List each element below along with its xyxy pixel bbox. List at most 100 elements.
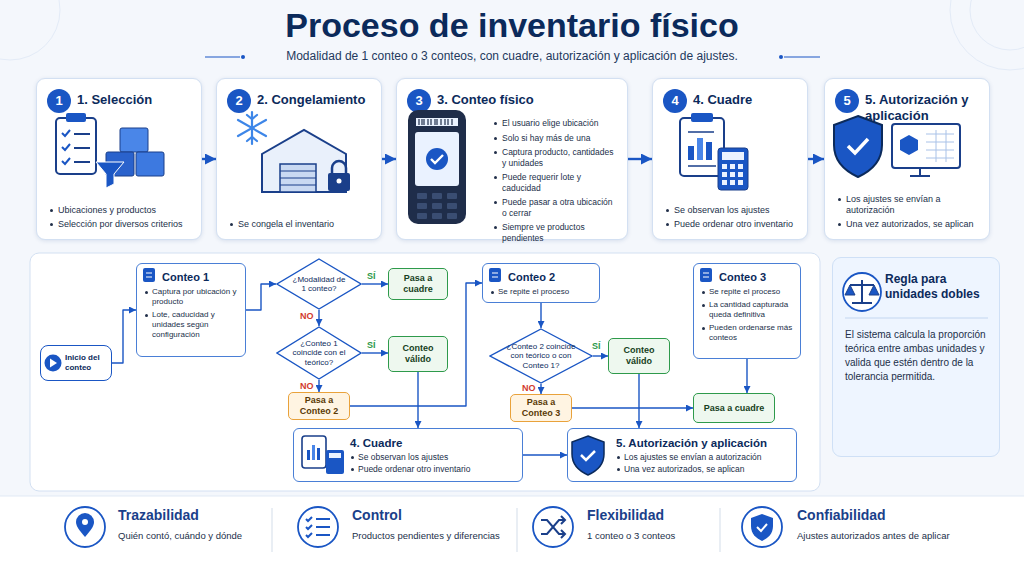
node-heading: Pasa a cuadre: [393, 273, 443, 295]
node-text: El usuario elige ubicación: [493, 118, 617, 129]
result-box: Conteo válido: [388, 336, 448, 372]
count-box: Conteo 3Se repite el procesoLa cantidad …: [693, 263, 801, 359]
flow-arrow: [417, 372, 418, 428]
node-text: Se observan los ajustes: [350, 452, 514, 462]
node-heading: 5: [843, 94, 850, 108]
node-heading: 4. Cuadre: [350, 436, 514, 450]
edge-label: SÍ: [367, 271, 376, 282]
edge-label: SÍ: [592, 341, 601, 352]
scales-icon: [843, 273, 881, 311]
decision-diamond: ¿Modalidad de 1 conteo?: [276, 258, 362, 310]
warehouse-icon: [262, 130, 350, 192]
result-box: Pasa a cuadre: [388, 268, 448, 300]
node-text: Captura por ubicación y producto: [144, 287, 238, 307]
footer-rule: [0, 496, 1024, 497]
step-number: 2: [227, 89, 251, 113]
step-card: 2. CongelamientoSe congela el inventario…: [216, 78, 382, 240]
node-text: Se repite el proceso: [701, 287, 793, 297]
footer-divider: [272, 508, 720, 552]
corner-ornament: [950, 0, 1024, 70]
scanner-icon: [408, 110, 466, 224]
node-heading: Conteo 2: [490, 270, 592, 284]
node-heading: ¿Modalidad de 1 conteo?: [290, 275, 348, 294]
flow-arrow: [362, 352, 388, 353]
step-card: 5. Autorización y aplicaciónLos ajustes …: [824, 78, 990, 240]
flow-arrow: [593, 355, 608, 356]
feature-icon: [65, 507, 782, 547]
step-number: 5: [835, 89, 859, 113]
count-icon: [143, 268, 712, 282]
node-heading: Conteo 3: [701, 270, 793, 284]
page-title: Proceso de inventario físico: [0, 4, 1024, 46]
stage-box: 5. Autorización y aplicaciónLos ajustes …: [567, 428, 797, 482]
diamond-shape: [277, 259, 361, 309]
node-text: Ubicaciones y productos: [49, 205, 191, 216]
node-heading: 4. Cuadre: [693, 92, 797, 110]
step-number: 1: [47, 89, 71, 113]
result-box: Pasa a Conteo 2: [288, 392, 350, 420]
node-text: Selección por diversos criterios: [49, 219, 191, 230]
node-heading: 2. Congelamiento: [257, 92, 371, 110]
feature-text: 1 conteo o 3 conteos: [587, 530, 675, 542]
node-text: El sistema calcula la proporción teórica…: [845, 328, 991, 384]
feature-text: Ajustes autorizados antes de aplicar: [797, 530, 950, 542]
flow-arrow: [362, 283, 388, 284]
step-card: 4. Cuadre Se observan los ajustesPuede or…: [652, 78, 808, 240]
corner-ornament: [0, 0, 60, 60]
diamond-shape: [277, 327, 361, 379]
feature-title: Trazabilidad: [118, 507, 199, 524]
corner-ornament: [970, 0, 1024, 50]
node-heading: Pasa a Conteo 2: [293, 395, 345, 417]
node-text: Siempre ve productos pendientes: [493, 222, 617, 243]
step-arrow: [202, 158, 216, 160]
feature-text: Quién contó, cuándo y dónde: [118, 530, 242, 542]
step-arrow: [808, 158, 824, 160]
node-text: Captura producto, cantidades y unidades: [493, 147, 617, 168]
diamond-shape: [490, 329, 592, 383]
boxes-icon: [96, 128, 164, 188]
edge-label: SÍ: [367, 340, 376, 351]
node-heading: 5. Autorización y aplicación: [616, 436, 788, 450]
edge-label: NO: [300, 311, 314, 322]
footer-band: [0, 496, 1024, 576]
stage-icon: [302, 436, 604, 475]
flow-arrow: [540, 384, 541, 394]
node-heading: ¿Conteo 1 coincide con el teórico?: [290, 339, 348, 368]
result-box: Conteo válido: [608, 338, 670, 374]
flow-arrow: [746, 359, 747, 393]
report-clipboard-icon: [680, 113, 724, 176]
node-text: Puede ordenar otro inventario: [665, 219, 797, 230]
flow-arrow: [638, 374, 639, 428]
node-heading: Regla para unidades dobles: [845, 272, 991, 308]
page-subtitle: Modalidad de 1 conteo o 3 conteos, con c…: [0, 49, 1024, 64]
result-box: Pasa a Conteo 3: [510, 394, 572, 422]
step-number: 3: [407, 89, 431, 113]
node-heading: 3: [415, 94, 422, 108]
flow-arrow: [350, 283, 482, 406]
feature-title: Confiabilidad: [797, 507, 886, 524]
node-heading: 2: [235, 94, 242, 108]
node-heading: ¿Conteo 2 coincide con teórico o con Con…: [503, 342, 579, 371]
node-heading: Conteo 1: [144, 270, 238, 284]
flow-panel: [30, 253, 820, 491]
node-text: Se observan los ajustes: [665, 205, 797, 216]
node-heading: 5. Autorización y aplicación: [865, 92, 979, 124]
node-heading: 4: [671, 94, 678, 108]
node-heading: 3. Conteo físico: [437, 92, 617, 110]
node-heading: Pasa a Conteo 3: [515, 397, 567, 419]
decision-diamond: ¿Conteo 2 coincide con teórico o con Con…: [489, 328, 593, 384]
step-arrow: [382, 158, 396, 160]
flow-arrow: [112, 310, 136, 363]
stage-box: 4. CuadreSe observan los ajustesPuede or…: [293, 428, 523, 482]
clipboard-icon: [56, 113, 96, 174]
calculator-icon: [718, 148, 748, 190]
flow-arrow: [318, 380, 319, 392]
flow-arrow: [572, 407, 693, 408]
node-text: Pueden ordenarse más conteos: [701, 323, 793, 343]
node-text: Solo si hay más de una: [493, 133, 617, 144]
result-box: Pasa a cuadre: [693, 393, 775, 423]
node-text: Lote, caducidad y unidades según configu…: [144, 310, 238, 340]
decision-diamond: ¿Conteo 1 coincide con el teórico?: [276, 326, 362, 380]
node-heading: Pasa a cuadre: [704, 403, 765, 414]
start-box: Inicio del conteo: [40, 345, 112, 381]
